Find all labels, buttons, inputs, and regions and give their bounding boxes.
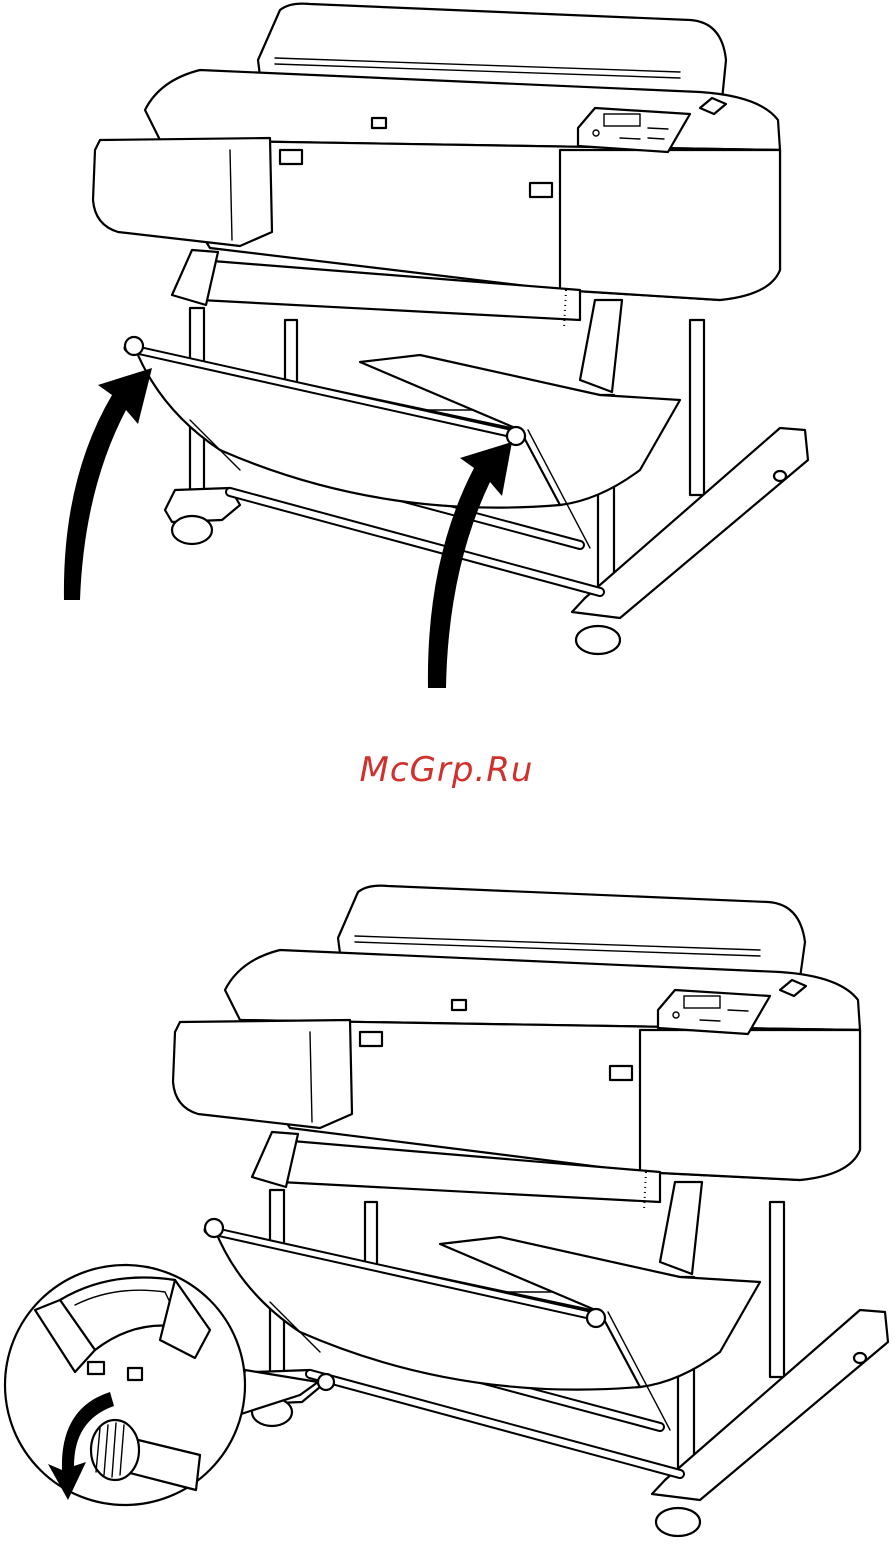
cartridge-cover — [93, 138, 272, 246]
cartridge-cover — [173, 1020, 352, 1128]
right-housing — [560, 150, 780, 300]
printer-basket-raise-illustration — [0, 0, 893, 700]
watermark-text: McGrp.Ru — [0, 750, 893, 790]
lift-arrow-left — [64, 368, 152, 600]
top-button — [452, 1000, 466, 1010]
printer-knob-tighten-illustration — [0, 860, 893, 1546]
top-button — [372, 118, 386, 128]
basket-knob — [318, 1374, 334, 1390]
right-housing — [640, 1030, 860, 1180]
